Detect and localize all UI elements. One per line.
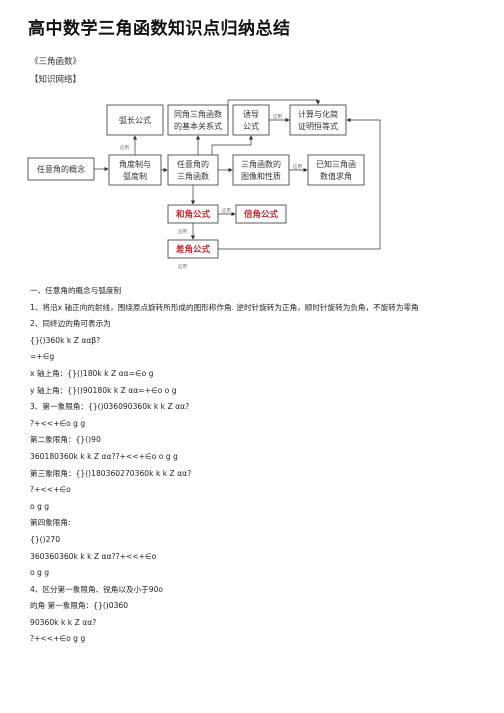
text-line: ?+<<+∈o [30,485,71,495]
page-title: 高中数学三角函数知识点归纳总结 [28,19,291,39]
node-text: 任意角的 [177,159,209,169]
text-line: ?+<<+∈o g g [30,634,86,644]
text-line: 第三象限角：{}()180360270360k k k Z αα? [30,468,192,478]
text-line: x 轴上角：{}()180k k Z αα=∈o g [30,368,154,378]
arrow-same-angle-to-compute [227,99,321,120]
node-text: 角度制与 [119,159,151,169]
text-line: 一、任意角的概念与弧度制 [30,286,122,295]
text-line: o g g [30,501,50,511]
text-line: o g g [30,568,50,578]
text-line: =+∈g [30,352,55,362]
text-line: 90360k k k Z αα? [30,617,97,627]
node-text: 数值求角 [320,171,352,181]
node-text: 和角公式 [176,209,211,220]
edge-label: 应用 [178,263,187,270]
text-line: {}()270 [30,534,61,544]
content-lines: 一、任意角的概念与弧度制 1、将沿x 轴正向的射线，围绕原点旋转所形成的图形称作… [30,283,500,648]
node-text: 任意角的概念 [37,164,85,174]
knowledge-network-diagram: 弧长公式 同角三角函数 的基本关系式 诱导 公式 计算与化简 证明恒等式 任意角… [27,99,381,270]
section-heading: 【知识网络】 [30,75,82,85]
node-text: 诱导 [243,109,259,119]
node-text: 弧度制 [123,171,147,181]
arrow-function-to-induction [211,135,254,155]
node-arc-length-formula [106,104,164,136]
text-line: 第二象限角：{}()90 [30,435,101,445]
node-text: 三角函数的 [241,159,281,169]
text-line: 360180360k k k Z αα??+<<+∈o o g g [30,451,178,461]
node-text: 计算与化简 [298,109,338,119]
node-text: 已知三角函 [316,159,356,169]
node-text: 同角三角函数 [174,109,222,119]
node-induction-formula [232,104,270,136]
node-text: 公式 [243,121,259,131]
text-line: 4、区分第一象限角、锐角以及小于90o [30,584,164,594]
edge-label: 应用 [273,113,282,120]
edge-label: 应用 [293,163,302,170]
node-text: 差角公式 [175,244,211,255]
arrow-difference-to-compute [218,117,381,250]
text-line: 的角 第一象限角：{}()0360 [30,601,129,611]
node-text: 倍角公式 [244,209,279,220]
text-line: 2、同终边的角可表示为 [30,319,111,329]
text-line: y 轴上角：{}()90180k k Z αα=+∈o o g [30,385,177,395]
node-double-formula [235,204,287,224]
text-line: ?+<<+∈o g g [30,418,86,428]
edge-label: 应用 [120,144,129,151]
text-line: 第四象限角: [30,518,71,528]
node-text: 弧长公式 [119,115,151,125]
text-line: 3、第一象限角：{}()036090360k k k Z αα? [30,402,190,412]
node-text: 三角函数 [177,171,209,181]
node-find-angle [307,154,365,186]
node-text: 的基本关系式 [174,121,222,131]
node-text: 证明恒等式 [298,121,338,131]
subtitle: 《三角函数》 [30,57,82,67]
text-line: {}()360k k Z ααβ? [30,335,101,345]
edge-label: 应用 [222,207,231,214]
node-text: 图像和性质 [241,171,281,181]
text-line: 1、将沿x 轴正向的射线，围绕原点旋转所形成的图形称作角. 逆时针旋转为正角，顺… [30,302,419,312]
edge-label: 应用 [178,228,187,235]
node-degree-radian [108,154,162,186]
text-line: 360360360k k k Z αα??+<<+∈o [30,551,157,561]
node-compute-simplify [289,104,347,136]
